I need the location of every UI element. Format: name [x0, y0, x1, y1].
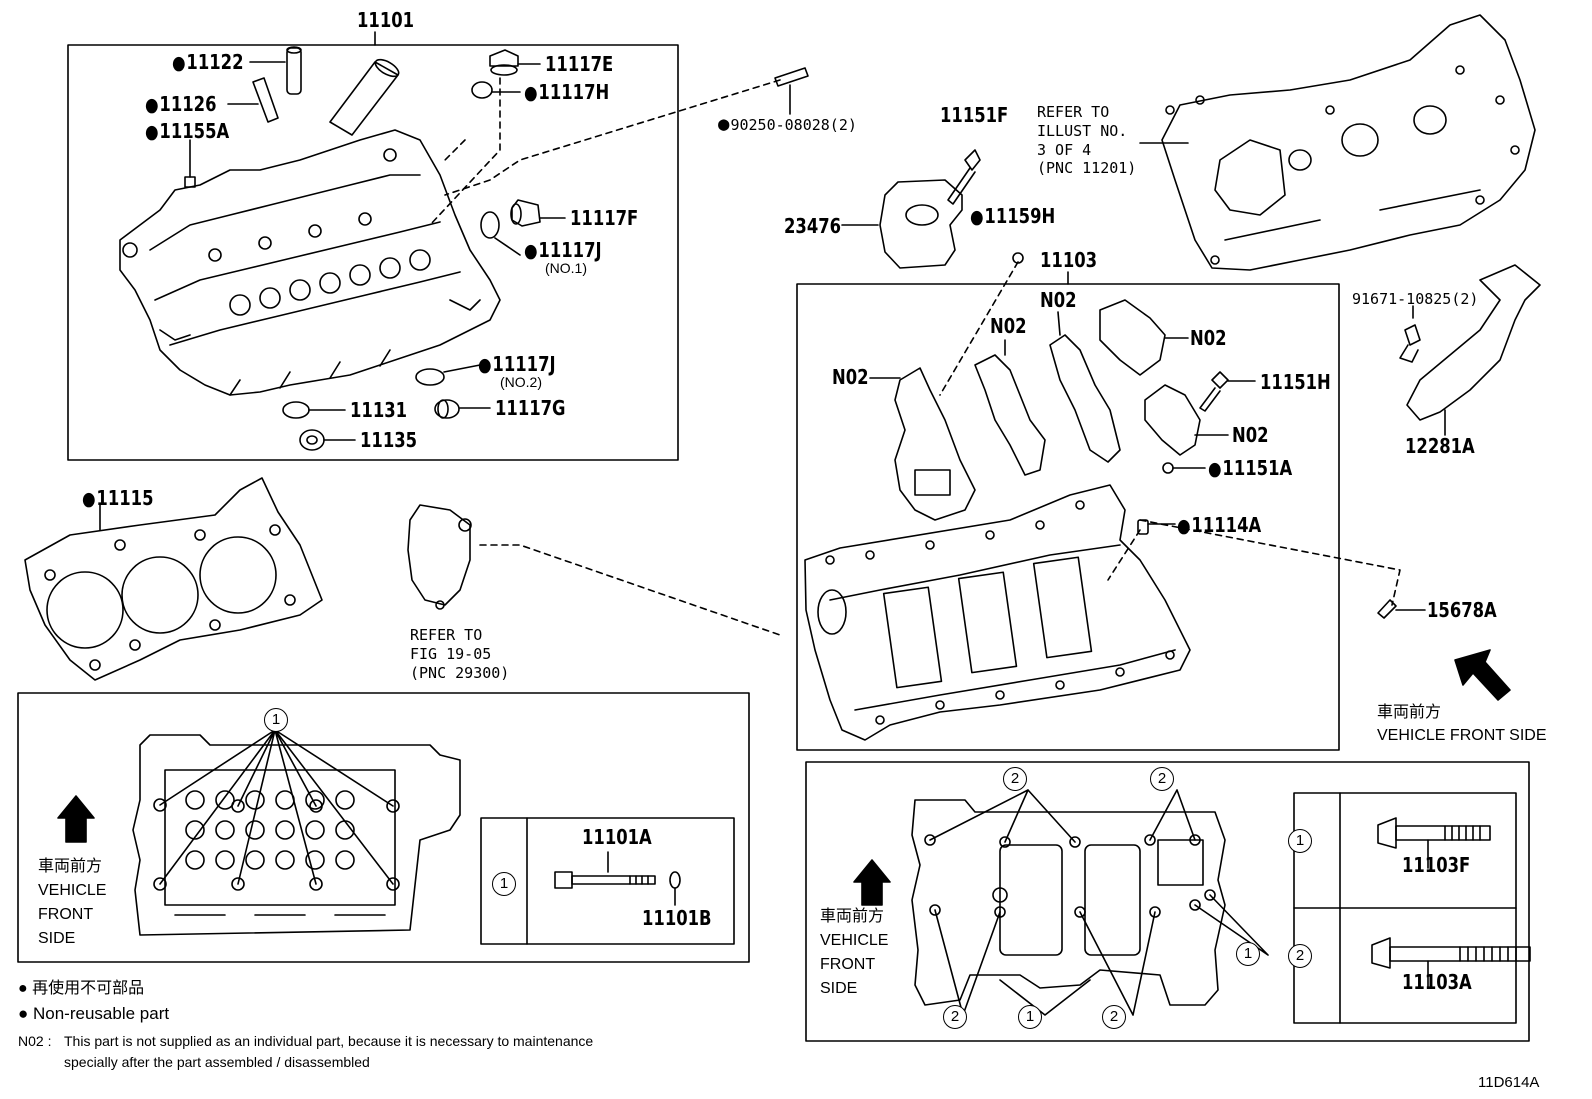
- vacuum-pump-drawing: [407, 504, 472, 610]
- label-90250-08028: 90250-08028(2): [718, 113, 856, 137]
- bullet-icon: ●: [18, 980, 33, 997]
- front-side-en: SIDE: [820, 980, 858, 997]
- front-side-en-right: VEHICLE FRONT SIDE: [1377, 727, 1547, 744]
- label-n02-d: N02: [832, 365, 869, 389]
- front-side-jp: 車両前方: [38, 858, 103, 875]
- front-side-left-panel: 車両前方 VEHICLE FRONT SIDE: [38, 855, 106, 951]
- label-n02-b: N02: [990, 314, 1027, 338]
- label-11101: 11101: [357, 8, 415, 32]
- label-n02-c: N02: [1190, 326, 1227, 350]
- bearing-caps: [869, 299, 1256, 521]
- label-no1: (NO.1): [545, 260, 587, 276]
- label-11126: 11126: [145, 94, 216, 115]
- label-11131: 11131: [350, 398, 408, 422]
- callout-2: 2: [1102, 1005, 1126, 1029]
- legend-en: ● Non-reusable part: [18, 1003, 169, 1024]
- label-12281A: 12281A: [1405, 434, 1475, 458]
- label-11122: 11122: [172, 52, 243, 73]
- refer-illust-note: REFER TO ILLUST NO. 3 OF 4 (PNC 11201): [1037, 103, 1136, 178]
- label-11151F: 11151F: [940, 103, 1009, 127]
- label-11151A: 11151A: [1208, 458, 1292, 479]
- label-11103: 11103: [1040, 248, 1098, 272]
- front-side-en: VEHICLE: [820, 932, 889, 949]
- label-11103A: 11103A: [1402, 970, 1472, 994]
- label-11117H: 11117H: [524, 82, 609, 103]
- label-11103F: 11103F: [1402, 853, 1471, 877]
- label-91671-10825: 91671-10825(2): [1352, 290, 1479, 308]
- label-11101A: 11101A: [582, 825, 652, 849]
- legend-jp-text: 再使用不可部品: [32, 980, 145, 997]
- refer-fig-line: REFER TO: [410, 626, 483, 644]
- label-no2: (NO.2): [500, 374, 542, 390]
- legend-note-line2: specially after the part assembled / dis…: [64, 1054, 370, 1070]
- label-11117E: 11117E: [545, 52, 614, 76]
- front-side-jp: 車両前方: [820, 908, 885, 925]
- label-11135: 11135: [360, 428, 418, 452]
- front-side-en: FRONT: [820, 956, 876, 973]
- callout-1-table: 1: [492, 872, 516, 896]
- refer-illust-line: REFER TO: [1037, 103, 1110, 121]
- callout-1: 1: [1018, 1005, 1042, 1029]
- refer-illust-line: 3 OF 4: [1037, 140, 1092, 159]
- legend-en-text: Non-reusable part: [33, 1004, 170, 1023]
- refer-illust-line: ILLUST NO.: [1037, 121, 1128, 140]
- label-11117J-no1: 11117J: [524, 240, 601, 261]
- small-parts-top-left: [184, 46, 566, 451]
- label-11159H: 11159H: [970, 206, 1055, 227]
- legend-note-key: N02 :: [18, 1033, 52, 1049]
- legend-note-line1: This part is not supplied as an individu…: [64, 1033, 594, 1049]
- legend-jp: ● 再使用不可部品: [18, 979, 144, 999]
- dashed-leaders: [429, 77, 1401, 636]
- refer-fig-line: FIG 19-05: [410, 644, 492, 663]
- callout-1: 1: [1236, 942, 1260, 966]
- front-side-en: VEHICLE: [38, 882, 107, 899]
- front-side-en: FRONT: [38, 906, 94, 923]
- label-11151H: 11151H: [1260, 370, 1331, 394]
- label-11114A: 11114A: [1177, 515, 1261, 536]
- front-side-right-panel: 車両前方 VEHICLE FRONT SIDE: [820, 905, 888, 1001]
- bullet-icon: ●: [18, 1004, 33, 1023]
- cylinder-head-drawing: [119, 129, 501, 396]
- label-11115: 11115: [82, 488, 153, 509]
- label-15678A: 15678A: [1427, 598, 1497, 622]
- label-n02-e: N02: [1232, 423, 1269, 447]
- callout-1-table: 1: [1288, 829, 1312, 853]
- callout-2: 2: [943, 1005, 967, 1029]
- callout-2: 2: [1003, 767, 1027, 791]
- callout-2-table: 2: [1288, 944, 1312, 968]
- refer-fig-note: REFER TO FIG 19-05 (PNC 29300): [410, 626, 509, 682]
- label-11101B: 11101B: [642, 906, 712, 930]
- label-11117F: 11117F: [570, 206, 639, 230]
- camshaft-housing-drawing: [1161, 14, 1536, 271]
- label-11155A: 11155A: [145, 121, 229, 142]
- refer-fig-line: (PNC 29300): [410, 663, 510, 682]
- front-side-en: SIDE: [38, 930, 76, 947]
- callout-2: 2: [1150, 767, 1174, 791]
- diagram-id: 11D614A: [1478, 1074, 1540, 1091]
- front-side-jp-right: 車両前方: [1377, 704, 1442, 721]
- refer-illust-line: (PNC 11201): [1037, 159, 1137, 178]
- label-23476: 23476: [784, 214, 842, 238]
- callout-1-head: 1: [264, 708, 288, 732]
- label-n02-a: N02: [1040, 288, 1077, 312]
- crankcase-bottom-view: [911, 789, 1269, 1016]
- crankcase-drawing: [804, 484, 1191, 741]
- head-gasket-drawing: [24, 477, 323, 681]
- label-11117J-no2: 11117J: [478, 354, 555, 375]
- label-11117G: 11117G: [495, 396, 566, 420]
- head-top-view: [132, 729, 461, 936]
